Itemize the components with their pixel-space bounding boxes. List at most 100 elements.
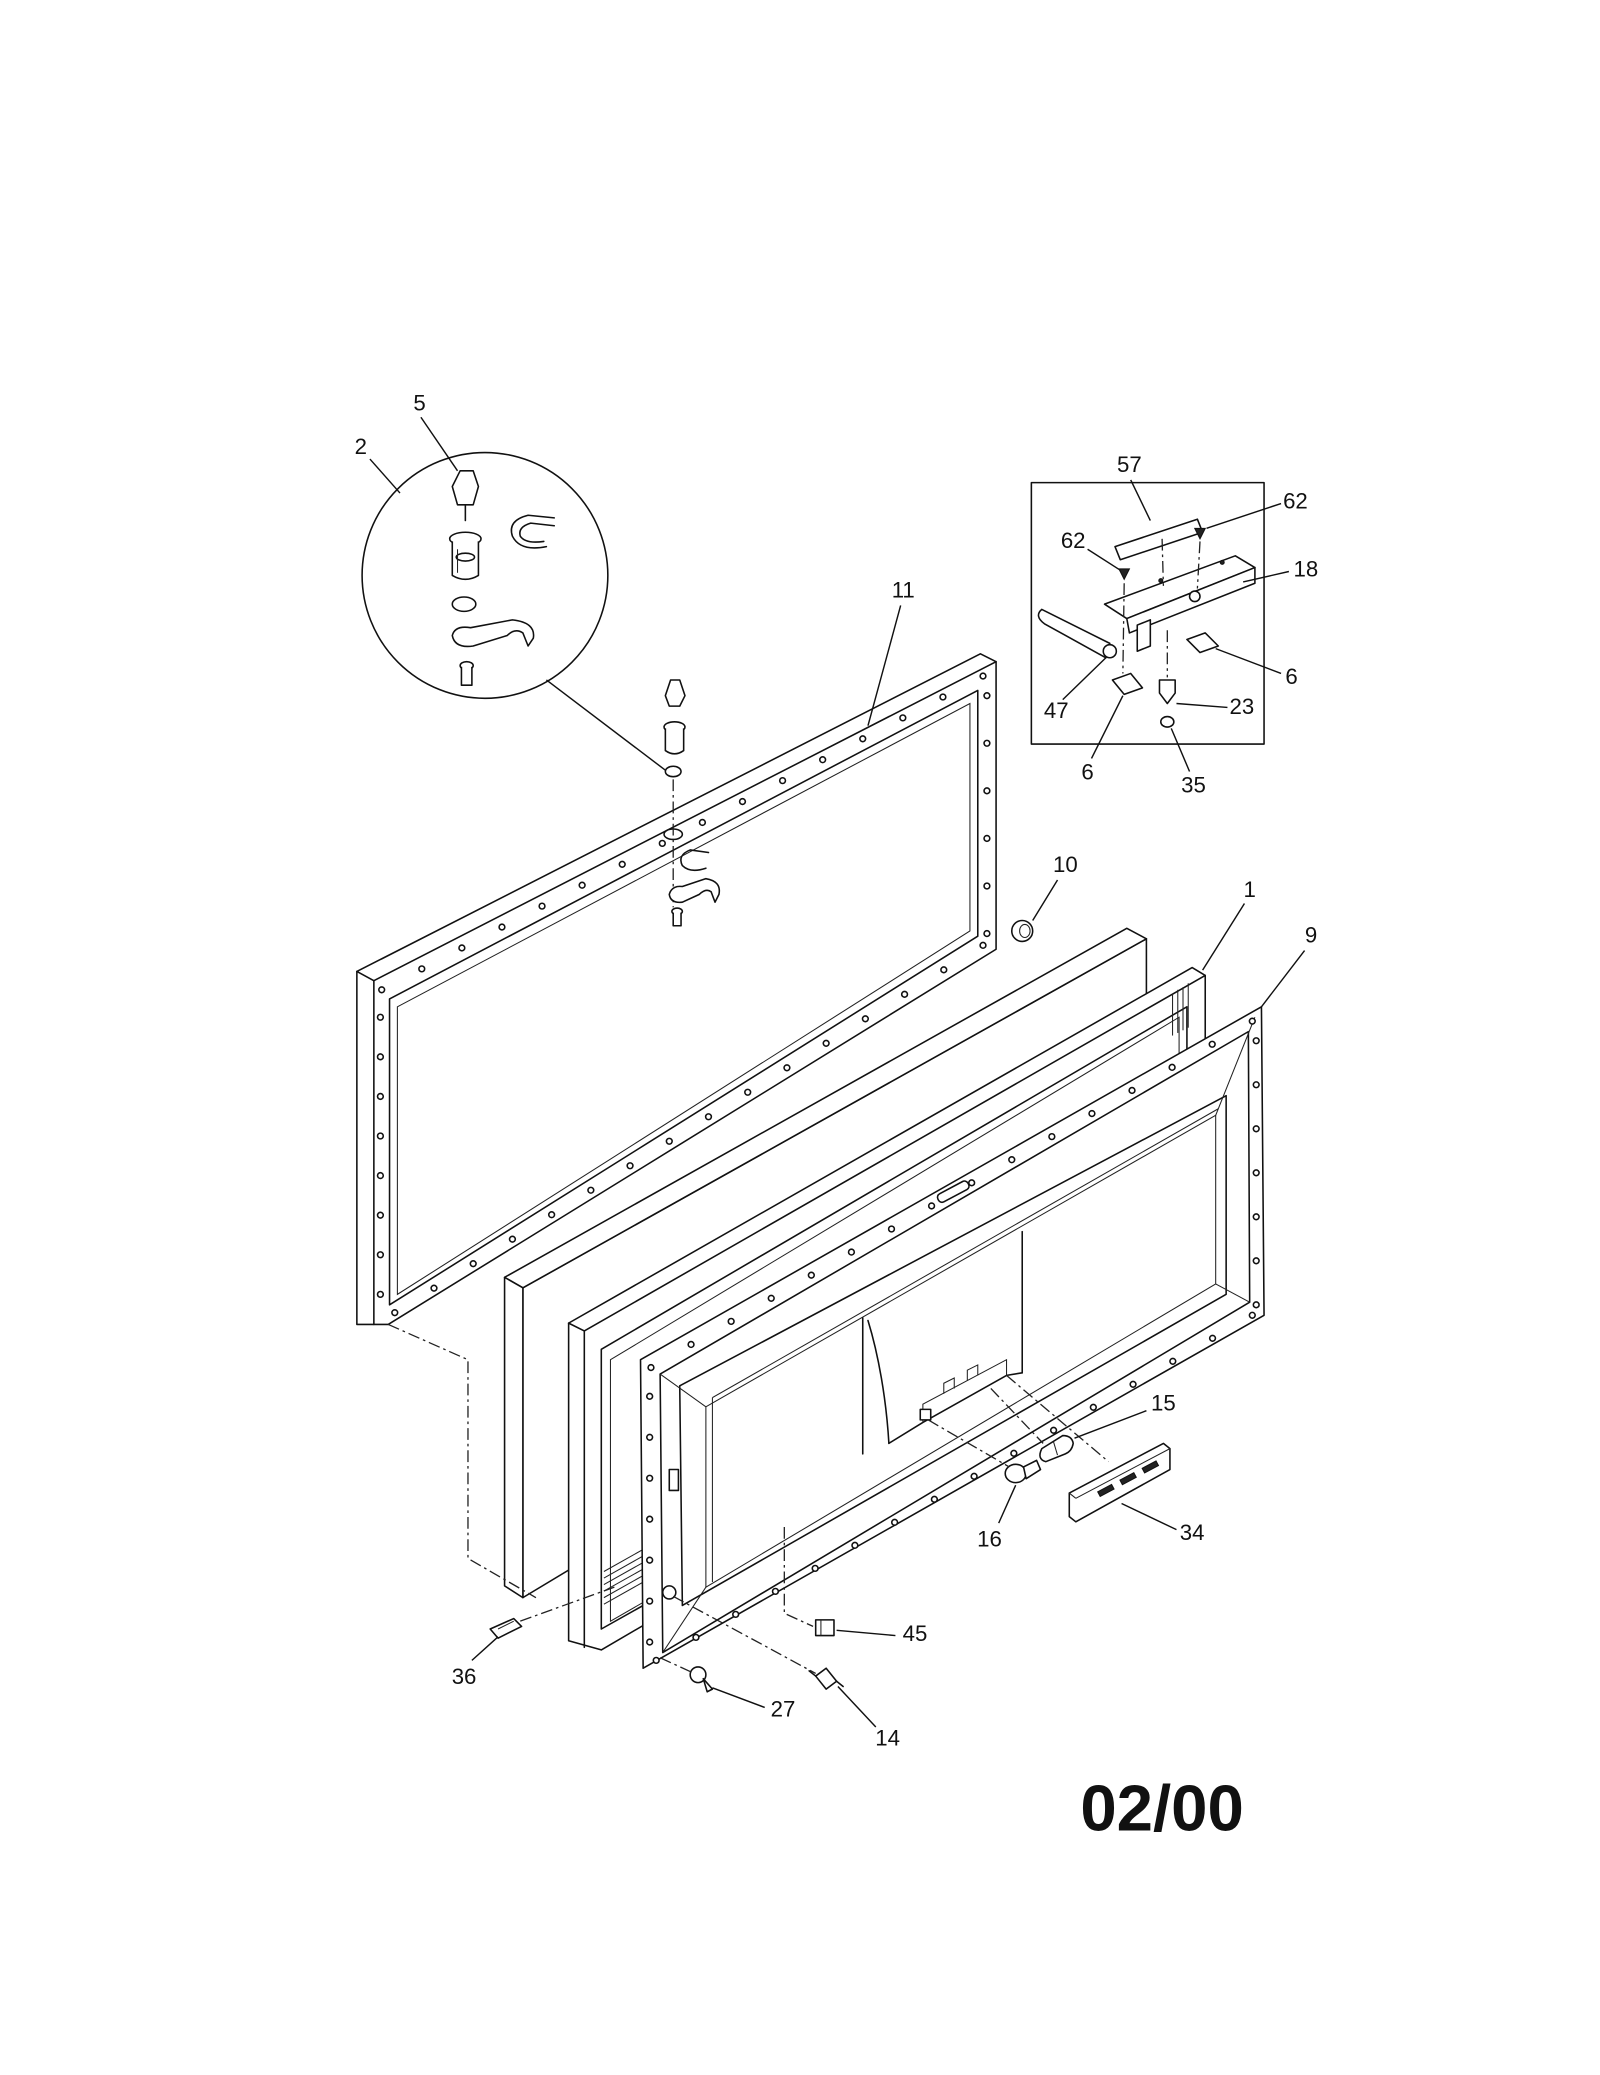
mounting-hole: [818, 756, 827, 764]
mounting-hole: [704, 1113, 713, 1121]
mounting-hole: [646, 1515, 654, 1523]
mounting-hole: [578, 881, 586, 889]
washer-35: [1160, 715, 1175, 728]
mounting-hole: [727, 1317, 735, 1326]
mounting-hole: [646, 1556, 654, 1564]
mounting-hole: [861, 1015, 870, 1023]
panel-outline: [356, 653, 997, 1326]
lock-detail-circle: [361, 451, 609, 700]
mounting-hole: [1252, 1301, 1260, 1309]
mounting-hole: [376, 1290, 385, 1299]
mounting-hole: [927, 1202, 936, 1210]
bracket-18: [1103, 555, 1256, 653]
tub-corner: [1215, 1017, 1256, 1116]
callout-57: 57: [1117, 452, 1142, 477]
liner-hole: [661, 1585, 677, 1600]
mounting-hole: [376, 1171, 385, 1180]
mounting-hole: [469, 1260, 477, 1268]
mounting-hole: [458, 944, 466, 952]
mounting-hole: [1252, 1213, 1260, 1221]
mounting-hole: [767, 1294, 775, 1302]
mounting-hole: [783, 1064, 791, 1072]
screw-62-right: [1193, 527, 1207, 540]
mounting-hole: [618, 860, 626, 868]
mounting-holes: [376, 672, 1260, 1665]
mounting-hole: [687, 1340, 695, 1349]
mounting-hole: [811, 1564, 819, 1573]
mounting-hole: [430, 1284, 438, 1292]
tub-wall: [712, 1108, 1219, 1399]
plate-6-right: [1186, 632, 1220, 654]
trim-panel-34: [1068, 1442, 1171, 1523]
mounting-hole: [376, 1251, 385, 1259]
mounting-hole: [732, 1610, 740, 1619]
door-liner: [639, 1005, 1265, 1670]
mounting-hole: [1248, 1311, 1256, 1319]
retainer-clip: [680, 849, 710, 872]
mounting-hole: [646, 1597, 654, 1605]
mounting-hole: [1088, 1109, 1096, 1118]
mounting-hole: [983, 882, 991, 890]
liner-tub-rim: [678, 1094, 1227, 1607]
mounting-hole: [547, 1211, 556, 1219]
mounting-hole: [899, 714, 907, 722]
mounting-hole: [1208, 1334, 1217, 1342]
callout-5: 5: [413, 391, 425, 416]
mounting-hole: [1252, 1081, 1260, 1089]
callout-47: 47: [1044, 698, 1069, 723]
bumper-10: [1010, 919, 1034, 943]
mounting-hole: [1252, 1037, 1260, 1045]
mounting-hole: [851, 1541, 859, 1550]
detail-o-ring: [451, 596, 477, 613]
mounting-hole: [1169, 1357, 1177, 1365]
mounting-hole: [652, 1656, 660, 1665]
mounting-hole: [418, 965, 426, 973]
mounting-hole: [1008, 1156, 1016, 1164]
cam: [668, 877, 721, 904]
mounting-hole: [970, 1472, 978, 1480]
guide-line: [1161, 538, 1165, 586]
mounting-hole: [376, 1132, 385, 1140]
callout-18: 18: [1294, 557, 1319, 582]
mounting-hole: [983, 739, 991, 747]
callout-labels: 5 2 11 57 62 62 18 6 47 23 6 35 10 1 9 1…: [355, 391, 1319, 1751]
callout-62-left: 62: [1061, 528, 1086, 553]
mounting-hole: [376, 1092, 385, 1101]
callout-11: 11: [892, 578, 915, 603]
mounting-hole: [979, 672, 987, 680]
mounting-hole: [391, 1309, 399, 1317]
detail-leader-line: [545, 679, 666, 771]
mounting-hole: [1208, 1040, 1216, 1048]
guide-line: [1196, 541, 1201, 589]
switch-45: [814, 1619, 835, 1637]
mounting-hole: [859, 735, 867, 743]
mounting-hole: [979, 941, 987, 950]
gasket-line: [388, 689, 979, 1306]
screw-27: [689, 1666, 714, 1693]
mounting-hole: [376, 1053, 385, 1061]
mounting-hole: [900, 990, 909, 998]
frame-hatching: [603, 983, 1189, 1605]
clip-36: [489, 1617, 523, 1639]
mounting-hole: [1252, 1169, 1260, 1177]
detail-screw: [459, 660, 474, 686]
mounting-hole: [647, 1363, 655, 1372]
callout-15: 15: [1151, 1391, 1176, 1416]
gasket-line: [396, 702, 971, 1296]
mounting-hole: [646, 1433, 654, 1441]
mounting-hole: [738, 797, 747, 806]
mounting-hole: [983, 834, 991, 843]
mounting-hole: [940, 966, 948, 974]
revision-date: 02/00: [1080, 1771, 1244, 1844]
switch-opening: [919, 1408, 932, 1421]
mounting-hole: [744, 1088, 752, 1096]
callout-45: 45: [903, 1621, 928, 1646]
mounting-hole: [658, 839, 666, 848]
callout-1: 1: [1243, 877, 1255, 902]
mounting-hole: [968, 1179, 976, 1187]
detail-retainer-clip: [510, 514, 556, 549]
callout-10: 10: [1053, 852, 1078, 877]
mounting-hole: [1049, 1426, 1058, 1434]
screw: [671, 907, 684, 927]
